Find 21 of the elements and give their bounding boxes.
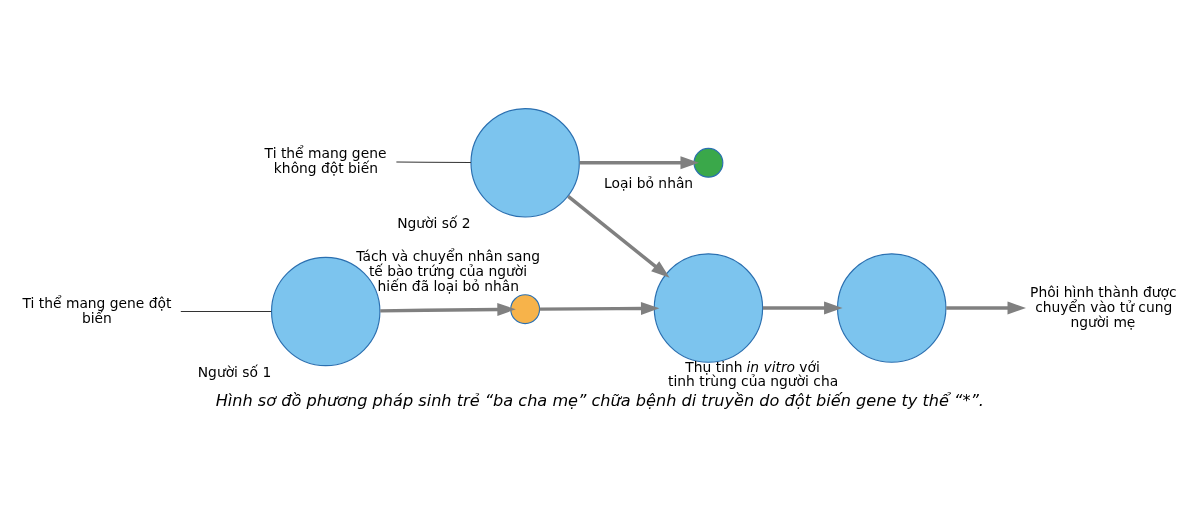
arrow bbox=[380, 303, 516, 316]
arrow bbox=[946, 301, 1026, 315]
caption: Hình sơ đồ phương pháp sinh trẻ “ba cha mẹ” chữa bệnh di truyền do đột biến gene ty thể “*”. bbox=[215, 391, 985, 411]
connector bbox=[395, 161, 472, 164]
node-label: Tách và chuyển nhân sang tế bào trứng của người hiến đã loại bỏ nhân bbox=[356, 247, 541, 294]
node-label: Loại bỏ nhân bbox=[604, 175, 694, 192]
node-label: Người số 2 bbox=[397, 215, 471, 232]
node-circle bbox=[693, 147, 724, 178]
node-text: Phôi hình thành được chuyển vào tử cung người mẹ bbox=[1030, 283, 1177, 330]
arrow bbox=[567, 195, 670, 278]
arrow bbox=[579, 156, 699, 170]
node-circle bbox=[510, 294, 541, 325]
node-circle bbox=[470, 108, 580, 218]
node-label: Thụ tinh in vitro với tinh trùng của người cha bbox=[668, 359, 839, 389]
node-circle bbox=[836, 253, 947, 363]
connector bbox=[180, 310, 272, 313]
node-label: Người số 1 bbox=[197, 363, 272, 380]
node-text: Ti thể mang gene đột biến bbox=[22, 294, 172, 326]
arrow bbox=[539, 302, 660, 315]
node-text: Ti thể mang gene không đột biến bbox=[264, 144, 387, 176]
arrow bbox=[762, 301, 843, 315]
